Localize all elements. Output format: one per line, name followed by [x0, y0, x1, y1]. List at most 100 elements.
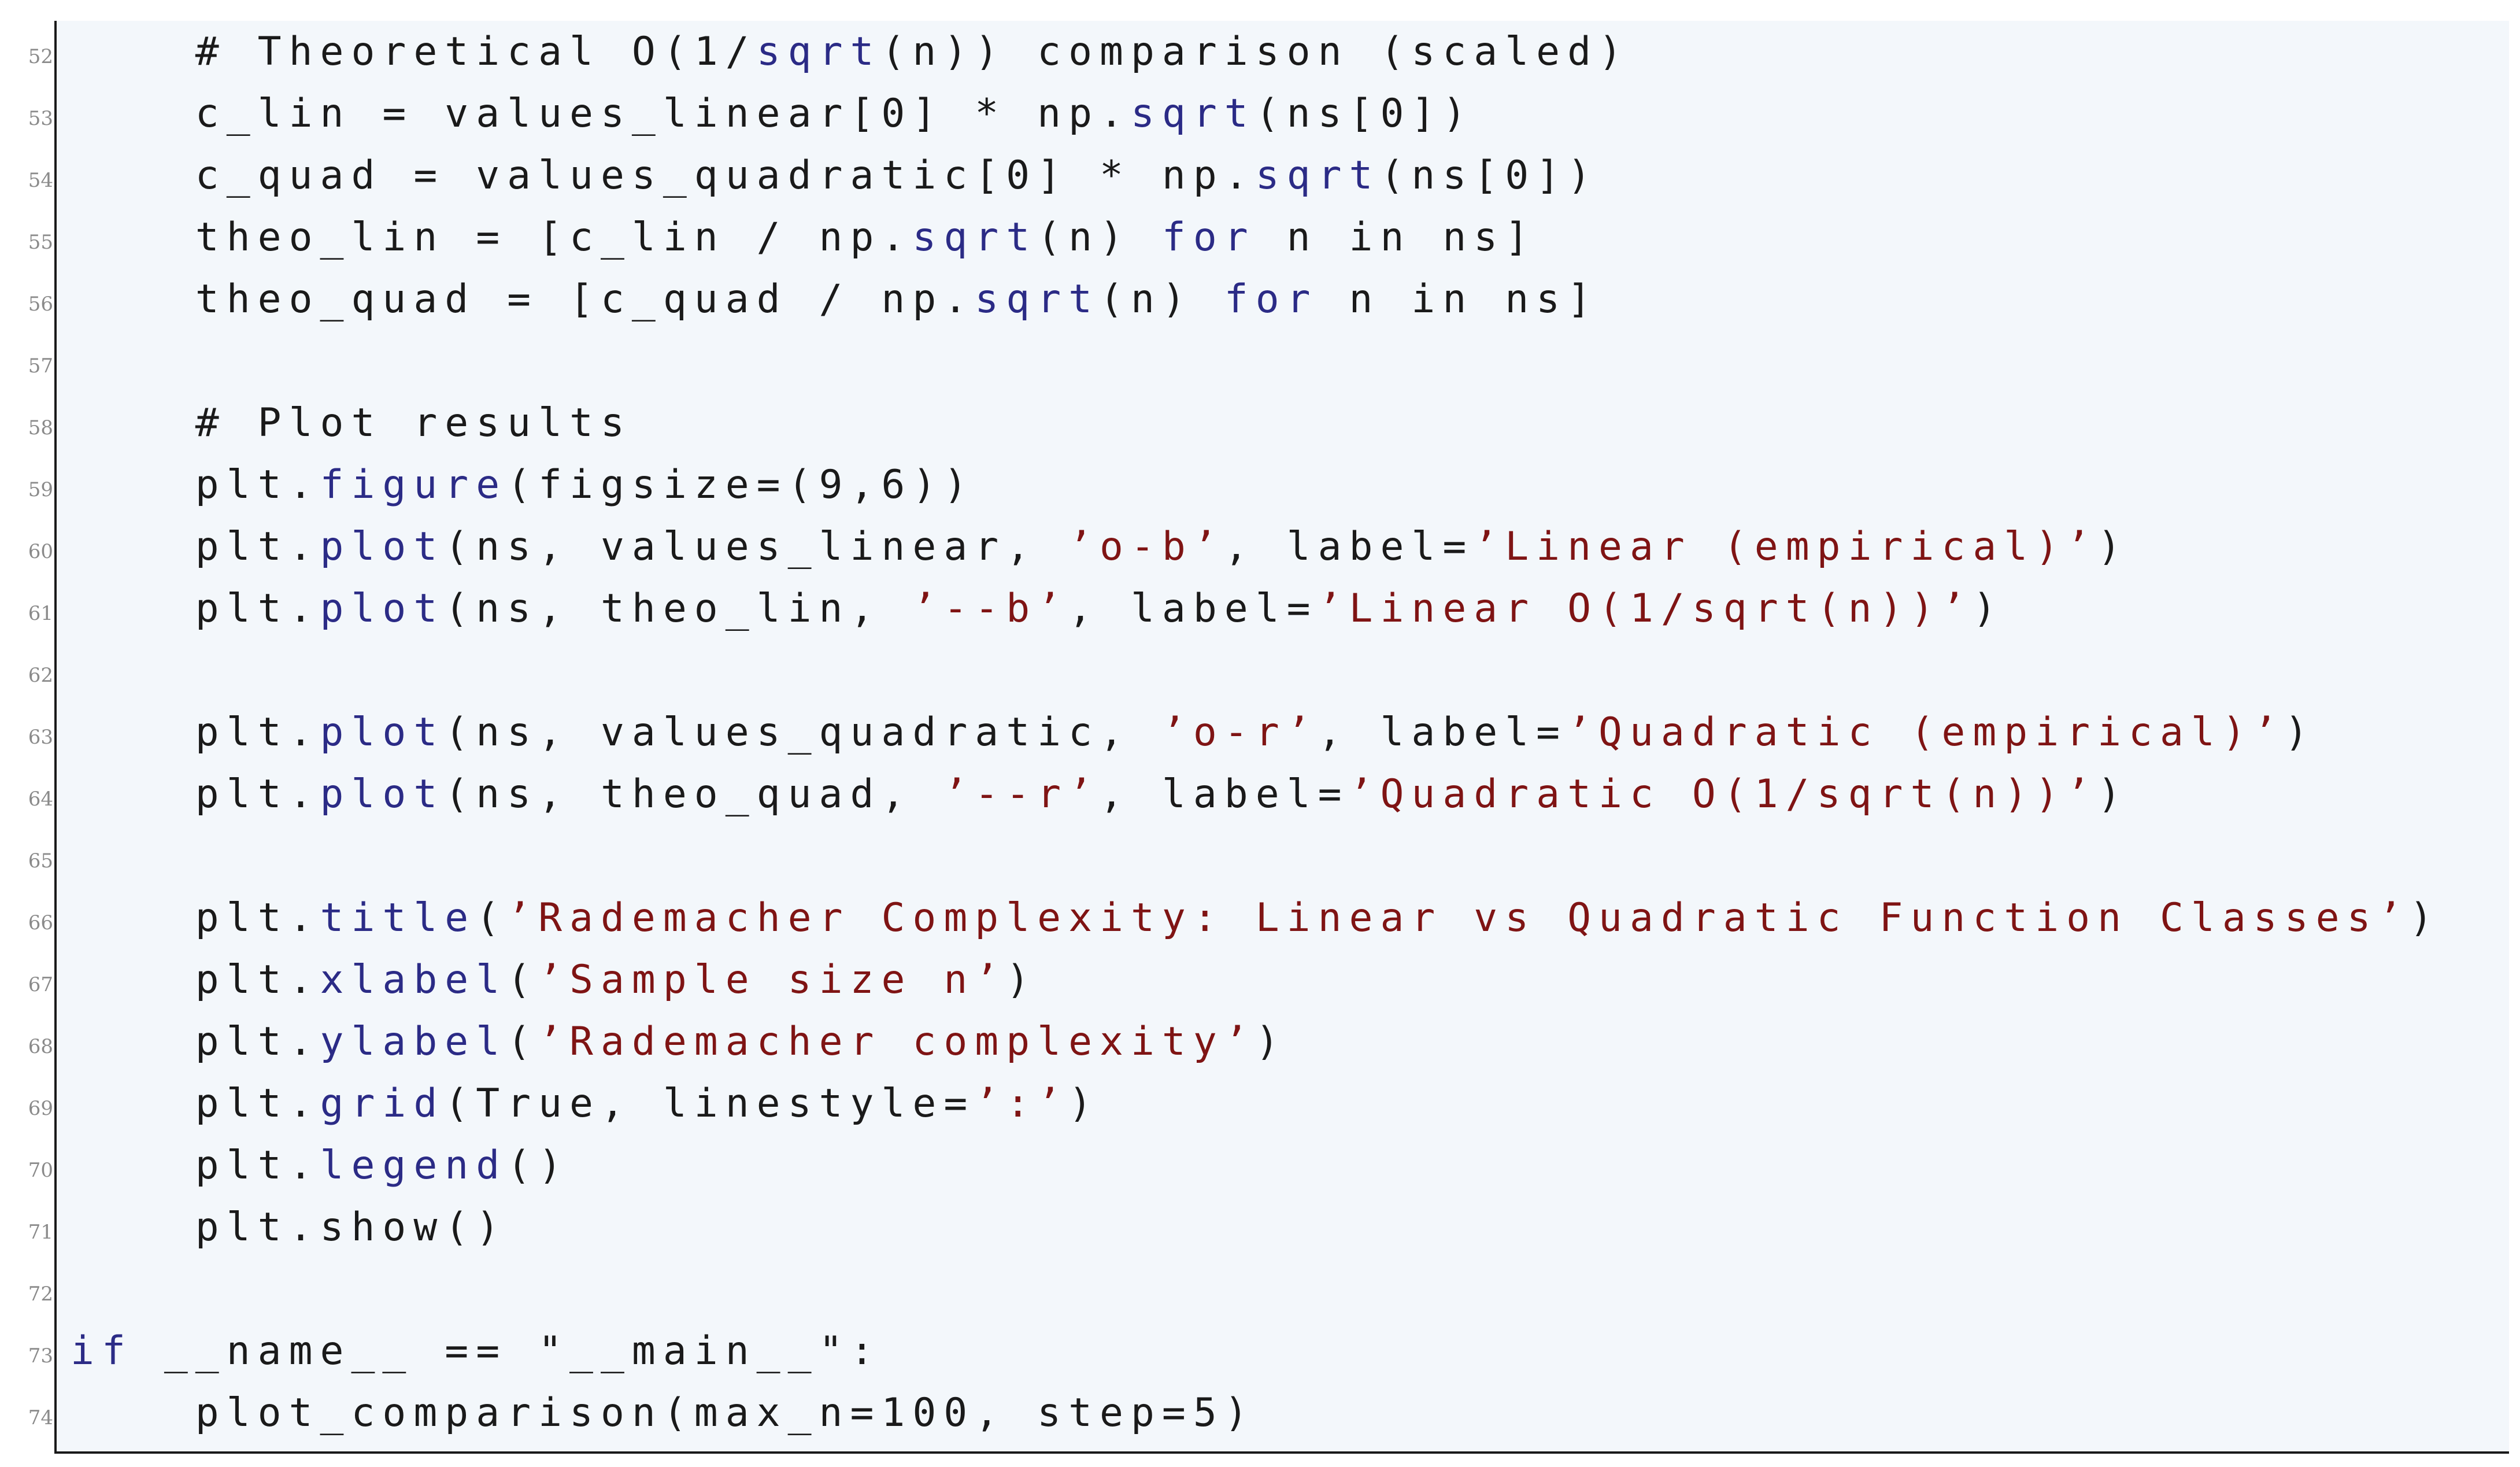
code-line: 65 — [28, 825, 2509, 887]
line-number: 62 — [28, 664, 53, 687]
code-text: plt.xlabel(’Sample size n’) — [71, 957, 1037, 1003]
code-token: ) — [1006, 957, 1038, 1003]
code-line: 71 plt.show() — [28, 1196, 2509, 1258]
code-token: , label= — [1068, 586, 1318, 631]
code-text: c_lin = values_linear[0] * np.sqrt(ns[0]… — [71, 91, 1474, 136]
code-token: theo_quad = [c_quad / np. — [71, 276, 975, 322]
string-token: ’Rademacher Complexity: Linear vs Quadra… — [507, 895, 2410, 941]
code-line: 67 plt.xlabel(’Sample size n’) — [28, 949, 2509, 1011]
code-token: , label= — [1224, 524, 1474, 570]
code-text: plt.plot(ns, theo_lin, ’--b’, label=’Lin… — [71, 586, 2004, 631]
code-line: 63 plt.plot(ns, values_quadratic, ’o-r’,… — [28, 701, 2509, 763]
line-number: 59 — [28, 478, 53, 501]
code-token: plt. — [71, 771, 320, 817]
comment-token: # Plot results — [71, 400, 632, 446]
code-line: 70 plt.legend() — [28, 1135, 2509, 1196]
function-token: grid — [320, 1081, 445, 1126]
code-token: (ns, values_quadratic, — [445, 710, 1162, 755]
code-listing: 52 # Theoretical O(1/sqrt(n)) comparison… — [28, 21, 2509, 1454]
string-token: ’Rademacher complexity’ — [538, 1019, 1256, 1065]
code-token: , label= — [1100, 771, 1349, 817]
keyword-token: for — [1161, 215, 1256, 260]
code-line: 59 plt.figure(figsize=(9,6)) — [28, 454, 2509, 516]
comment-token: (n)) comparison (scaled) — [881, 29, 1630, 75]
function-token: sqrt — [1130, 91, 1256, 136]
function-token: xlabel — [320, 957, 508, 1003]
code-text: plt.show() — [71, 1204, 507, 1250]
line-number: 57 — [28, 354, 53, 378]
line-number: 68 — [28, 1035, 53, 1058]
line-number: 74 — [28, 1406, 53, 1429]
code-text: plt.legend() — [71, 1143, 569, 1188]
line-number: 61 — [28, 602, 53, 625]
code-text: if __name__ == "__main__": — [71, 1328, 881, 1374]
string-token: ’--b’ — [912, 586, 1069, 631]
function-token: title — [320, 895, 476, 941]
code-token: ) — [2284, 710, 2316, 755]
string-token: ’o-b’ — [1068, 524, 1224, 570]
function-token: legend — [320, 1143, 508, 1188]
code-line: 62 — [28, 640, 2509, 701]
code-token: ) — [2409, 895, 2441, 941]
code-line: 69 plt.grid(True, linestyle=’:’) — [28, 1073, 2509, 1135]
code-token: theo_lin = [c_lin / np. — [71, 215, 913, 260]
code-token: , label= — [1318, 710, 1568, 755]
code-token: plt. — [71, 462, 320, 508]
code-line: 61 plt.plot(ns, theo_lin, ’--b’, label=’… — [28, 578, 2509, 640]
code-line: 56 theo_quad = [c_quad / np.sqrt(n) for … — [28, 268, 2509, 330]
code-text: plt.plot(ns, values_linear, ’o-b’, label… — [71, 524, 2129, 570]
code-token: ( — [507, 1019, 539, 1065]
code-token: plt. — [71, 1019, 320, 1065]
code-token: (figsize=(9,6)) — [507, 462, 975, 508]
code-text: c_quad = values_quadratic[0] * np.sqrt(n… — [71, 153, 1598, 198]
code-token: (ns, values_linear, — [445, 524, 1069, 570]
line-number: 63 — [28, 726, 53, 749]
string-token: ’Linear O(1/sqrt(n))’ — [1318, 586, 1973, 631]
code-token: plt. — [71, 895, 320, 941]
function-token: plot — [320, 771, 445, 817]
code-token: plt. — [71, 957, 320, 1003]
code-token: () — [507, 1143, 570, 1188]
code-line: 68 plt.ylabel(’Rademacher complexity’) — [28, 1011, 2509, 1073]
code-text: theo_lin = [c_lin / np.sqrt(n) for n in … — [71, 215, 1536, 260]
string-token: ’Quadratic O(1/sqrt(n))’ — [1349, 771, 2098, 817]
line-number: 70 — [28, 1159, 53, 1182]
code-text: theo_quad = [c_quad / np.sqrt(n) for n i… — [71, 276, 1598, 322]
line-number: 60 — [28, 540, 53, 563]
code-text: plt.ylabel(’Rademacher complexity’) — [71, 1019, 1287, 1065]
code-token: c_lin = values_linear[0] * np. — [71, 91, 1131, 136]
string-token: ’Quadratic (empirical)’ — [1567, 710, 2285, 755]
function-token: ylabel — [320, 1019, 508, 1065]
code-token: plt.show() — [71, 1204, 508, 1250]
code-token: ) — [2097, 771, 2129, 817]
code-token: __name__ == "__main__": — [132, 1328, 882, 1374]
code-token: ( — [507, 957, 539, 1003]
string-token: ’o-r’ — [1161, 710, 1318, 755]
line-number: 71 — [28, 1221, 53, 1244]
code-line: 64 plt.plot(ns, theo_quad, ’--r’, label=… — [28, 763, 2509, 825]
code-token: c_quad = values_quadratic[0] * np. — [71, 153, 1256, 198]
code-line: 55 theo_lin = [c_lin / np.sqrt(n) for n … — [28, 206, 2509, 268]
code-token: plt. — [71, 710, 320, 755]
code-token: ( — [476, 895, 508, 941]
code-line: 73 if __name__ == "__main__": — [28, 1320, 2509, 1382]
function-token: sqrt — [1255, 153, 1381, 198]
code-line: 66 plt.title(’Rademacher Complexity: Lin… — [28, 887, 2509, 949]
code-line: 54 c_quad = values_quadratic[0] * np.sqr… — [28, 145, 2509, 206]
string-token: ’Sample size n’ — [538, 957, 1006, 1003]
keyword-token: if — [71, 1328, 133, 1374]
string-token: ’Linear (empirical)’ — [1474, 524, 2098, 570]
code-token: plt. — [71, 586, 320, 631]
function-token: sqrt — [975, 276, 1100, 322]
code-text: plt.title(’Rademacher Complexity: Linear… — [71, 895, 2440, 941]
line-number: 73 — [28, 1344, 53, 1368]
function-token: sqrt — [912, 215, 1038, 260]
code-text: # Plot results — [71, 400, 632, 446]
code-line: 74 plot_comparison(max_n=100, step=5) — [28, 1382, 2509, 1444]
string-token: ’--r’ — [943, 771, 1100, 817]
code-token: n in ns] — [1255, 215, 1537, 260]
function-token: figure — [320, 462, 508, 508]
code-token: plt. — [71, 1143, 320, 1188]
function-token: plot — [320, 586, 445, 631]
code-token: plt. — [71, 1081, 320, 1126]
